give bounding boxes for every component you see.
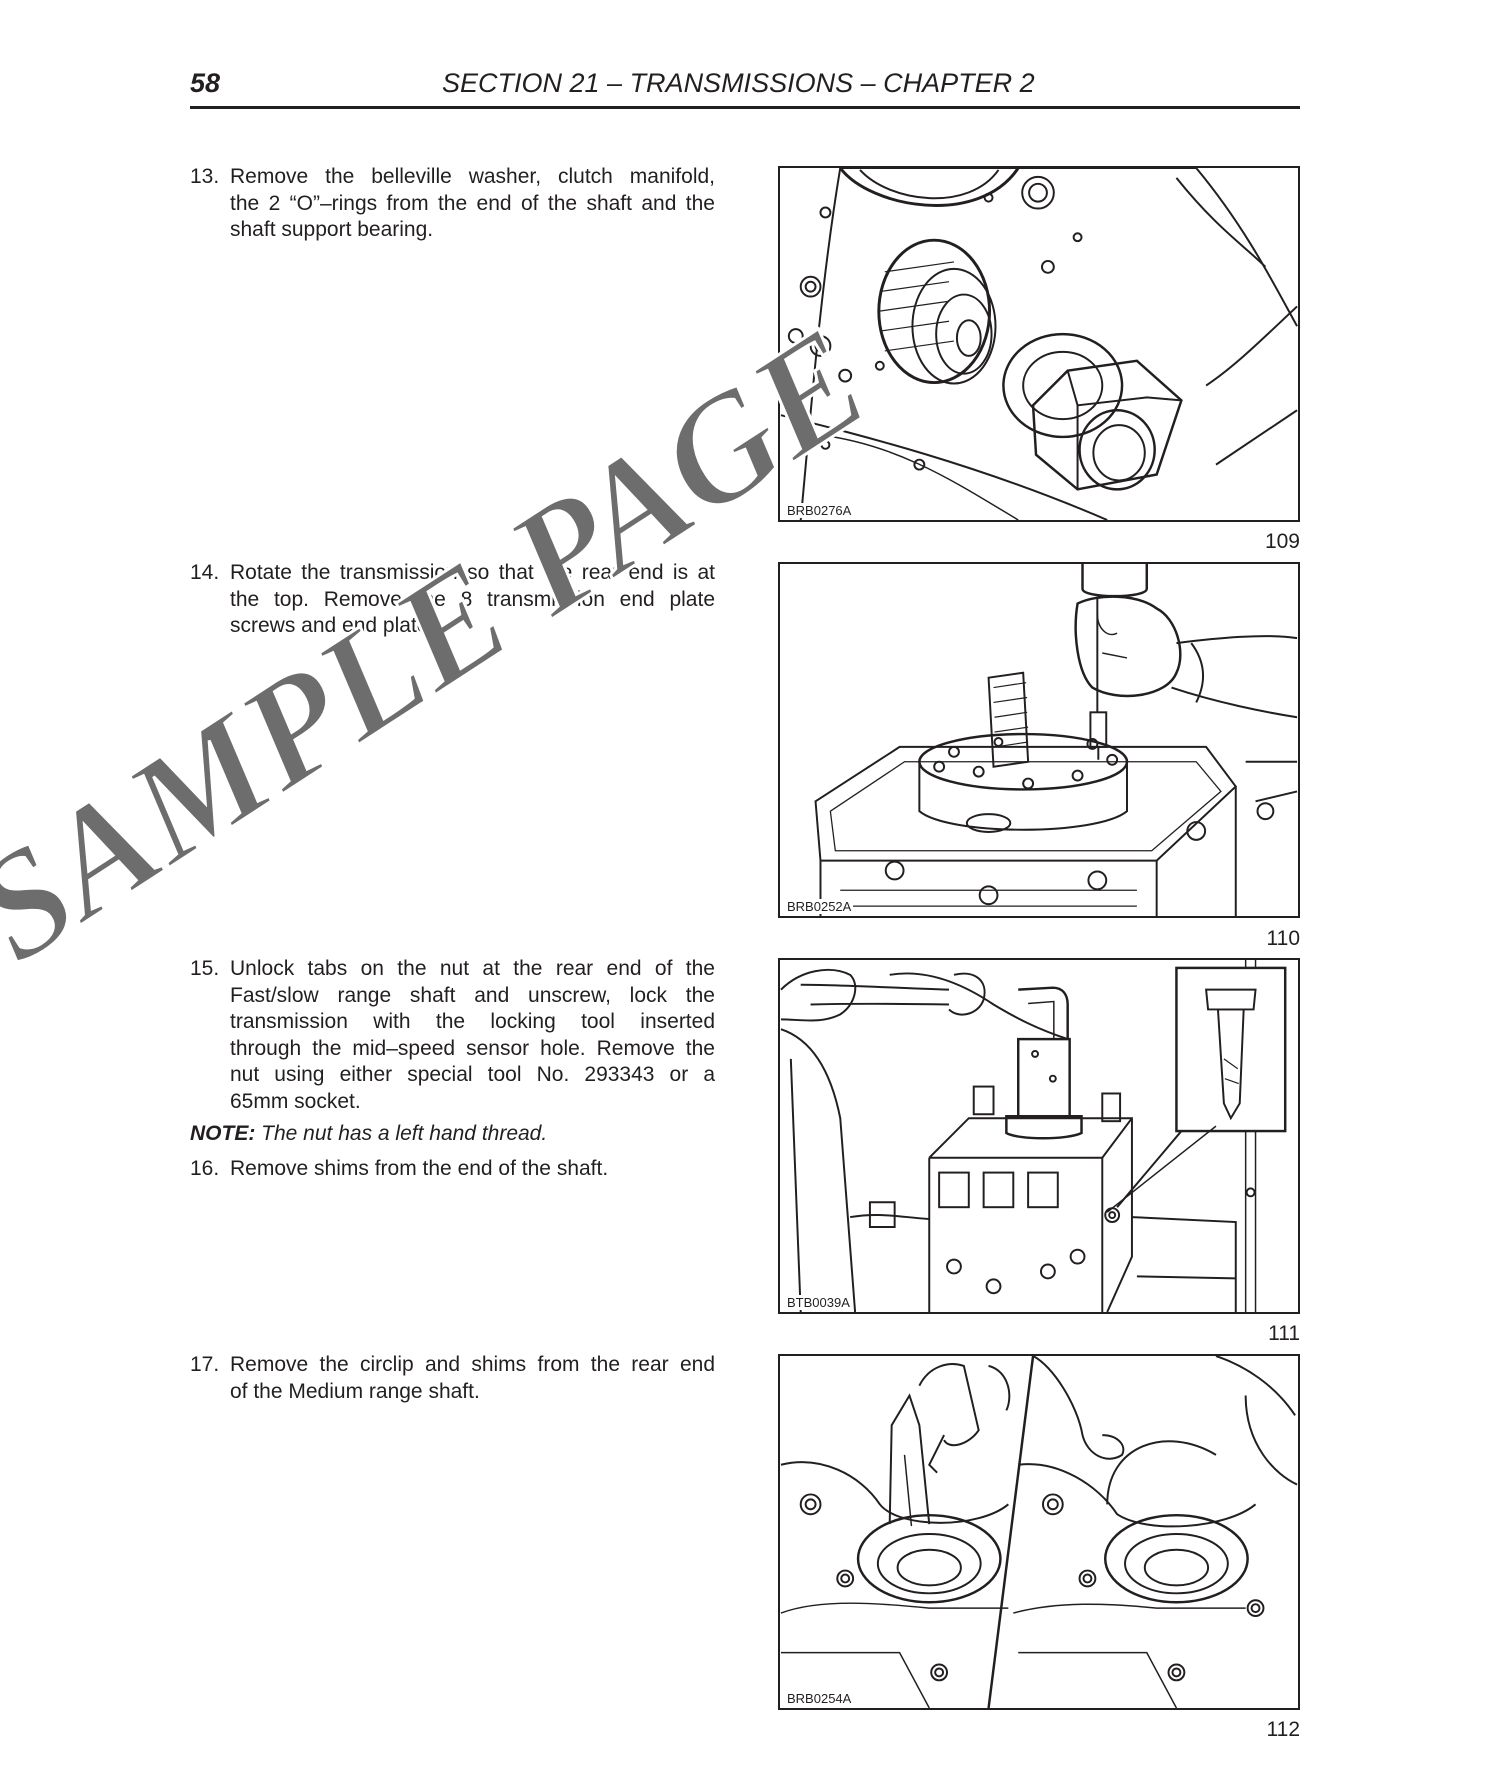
step-17: 17. Remove the circlip and shims from th… [190, 1352, 715, 1405]
step-text: Rotate the transmission so that the rear… [230, 561, 715, 637]
page-header: 58 SECTION 21 – TRANSMISSIONS – CHAPTER … [190, 64, 1300, 109]
step-number: 16. [190, 1157, 220, 1180]
figure-code: BRB0276A [785, 503, 854, 518]
step-text: Remove the belleville washer, clutch man… [230, 165, 715, 241]
step-text: Unlock tabs on the nut at the rear end o… [230, 957, 715, 1113]
note-label: NOTE: [190, 1122, 256, 1145]
step-number: 14. [190, 561, 220, 584]
step-number: 17. [190, 1353, 220, 1376]
figure-number: 110 [1266, 927, 1300, 950]
step-text: Remove shims from the end of the shaft. [230, 1157, 609, 1180]
figure-109: BRB0276A [778, 166, 1300, 522]
circlip-removal-illustration [780, 1356, 1298, 1708]
figure-code: BRB0252A [785, 899, 854, 914]
figure-number: 112 [1266, 1718, 1300, 1741]
step-number: 13. [190, 165, 220, 188]
belleville-washer-nut-illustration [780, 168, 1298, 520]
figure-number: 109 [1264, 530, 1300, 553]
step-15: 15. Unlock tabs on the nut at the rear e… [190, 956, 715, 1115]
figure-number: 111 [1268, 1322, 1300, 1345]
figure-111: BTB0039A [778, 958, 1300, 1314]
figure-112: BRB0254A [778, 1354, 1300, 1710]
watermark-text: SAMPLE PAGE [0, 296, 896, 994]
sample-page-watermark: SAMPLE PAGE [0, 294, 897, 995]
step-text: Remove the circlip and shims from the re… [230, 1353, 715, 1403]
locking-tool-nut-removal-illustration [780, 960, 1287, 1312]
figure-110: BRB0252A [778, 562, 1300, 918]
end-plate-screw-removal-illustration [814, 564, 1298, 916]
step-16: 16. Remove shims from the end of the sha… [190, 1156, 715, 1183]
step-number: 15. [190, 957, 220, 980]
note-text: The nut has a left hand thread. [255, 1122, 548, 1145]
page-number: 58 [190, 68, 221, 98]
figure-code: BTB0039A [785, 1295, 852, 1310]
note: NOTE: The nut has a left hand thread. [190, 1122, 547, 1146]
watermark-graphic: SAMPLE PAGE [0, 294, 897, 995]
section-title: SECTION 21 – TRANSMISSIONS – CHAPTER 2 [442, 68, 1035, 98]
figure-code: BRB0254A [785, 1691, 854, 1706]
step-13: 13. Remove the belleville washer, clutch… [190, 164, 715, 244]
step-14: 14. Rotate the transmission so that the … [190, 560, 715, 640]
